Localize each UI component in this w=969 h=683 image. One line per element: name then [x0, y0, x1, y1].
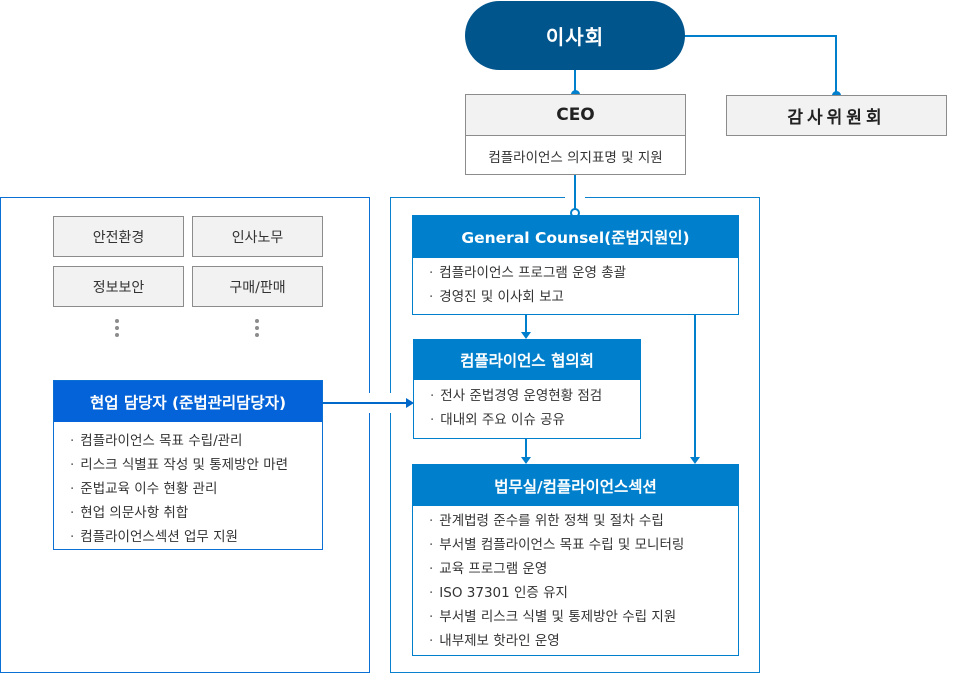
field-manager-box: 현업 담당자 (준법관리담당자) 컴플라이언스 목표 수립/관리 리스크 식별표… — [53, 380, 323, 550]
board-of-directors: 이사회 — [465, 1, 685, 70]
duty-item: 대내외 주요 이슈 공유 — [430, 408, 640, 432]
legal-compliance-section-title: 법무실/컴플라이언스섹션 — [413, 465, 738, 506]
duty-item: 컴플라이언스섹션 업무 지원 — [70, 525, 322, 549]
compliance-council-title: 컴플라이언스 협의회 — [414, 340, 640, 380]
legal-compliance-section-duties: 관계법령 준수를 위한 정책 및 절차 수립 부서별 컴플라이언스 목표 수립 … — [413, 506, 738, 653]
arrow-down-icon — [690, 457, 700, 464]
ceo-box: CEO 컴플라이언스 의지표명 및 지원 — [465, 94, 686, 175]
duty-item: 경영진 및 이사회 보고 — [429, 285, 738, 309]
connector-gc-council — [525, 314, 527, 334]
ceo-title: CEO — [466, 95, 685, 136]
connector-board-audit-vertical — [835, 35, 837, 95]
dept-hr-labor: 인사노무 — [192, 216, 323, 257]
connector-council-legal — [525, 438, 527, 458]
duty-item: 컴플라이언스 목표 수립/관리 — [70, 429, 322, 453]
connector-ceo-gc-inner — [574, 195, 576, 213]
dept-safety-environment: 안전환경 — [53, 216, 184, 257]
duty-item: 교육 프로그램 운영 — [429, 557, 738, 581]
more-ellipsis-icon — [254, 319, 260, 337]
connector-board-audit — [684, 35, 837, 37]
connector-gc-legal — [694, 314, 696, 458]
duty-item: ISO 37301 인증 유지 — [429, 581, 738, 605]
field-departments-frame — [0, 197, 370, 673]
more-ellipsis-icon — [114, 319, 120, 337]
dept-purchasing-sales: 구매/판매 — [192, 266, 323, 307]
field-manager-title: 현업 담당자 (준법관리담당자) — [54, 381, 322, 422]
arrow-down-icon — [521, 332, 531, 339]
connector-field-council — [322, 402, 406, 404]
general-counsel-box: General Counsel(준법지원인) 컴플라이언스 프로그램 운영 총괄… — [412, 215, 739, 315]
duty-item: 부서별 컴플라이언스 목표 수립 및 모니터링 — [429, 533, 738, 557]
connector-ceo-gc — [574, 174, 576, 214]
general-counsel-duties: 컴플라이언스 프로그램 운영 총괄 경영진 및 이사회 보고 — [413, 258, 738, 309]
audit-committee: 감사위원회 — [726, 95, 947, 136]
legal-compliance-section-box: 법무실/컴플라이언스섹션 관계법령 준수를 위한 정책 및 절차 수립 부서별 … — [412, 464, 739, 656]
field-manager-duties: 컴플라이언스 목표 수립/관리 리스크 식별표 작성 및 통제방안 마련 준법교… — [54, 422, 322, 549]
duty-item: 전사 준법경영 운영현황 점검 — [430, 384, 640, 408]
duty-item: 현업 의문사항 취합 — [70, 501, 322, 525]
arrow-right-icon — [406, 398, 414, 408]
ceo-description: 컴플라이언스 의지표명 및 지원 — [488, 149, 663, 166]
duty-item: 내부제보 핫라인 운영 — [429, 629, 738, 653]
connector-board-ceo — [574, 68, 576, 96]
duty-item: 준법교육 이수 현황 관리 — [70, 477, 322, 501]
general-counsel-title: General Counsel(준법지원인) — [413, 216, 738, 258]
duty-item: 부서별 리스크 식별 및 통제방안 수립 지원 — [429, 605, 738, 629]
compliance-council-duties: 전사 준법경영 운영현황 점검 대내외 주요 이슈 공유 — [414, 380, 640, 432]
duty-item: 관계법령 준수를 위한 정책 및 절차 수립 — [429, 509, 738, 533]
compliance-council-box: 컴플라이언스 협의회 전사 준법경영 운영현황 점검 대내외 주요 이슈 공유 — [413, 339, 641, 439]
dept-information-security: 정보보안 — [53, 266, 184, 307]
arrow-down-icon — [521, 457, 531, 464]
duty-item: 컴플라이언스 프로그램 운영 총괄 — [429, 261, 738, 285]
duty-item: 리스크 식별표 작성 및 통제방안 마련 — [70, 453, 322, 477]
